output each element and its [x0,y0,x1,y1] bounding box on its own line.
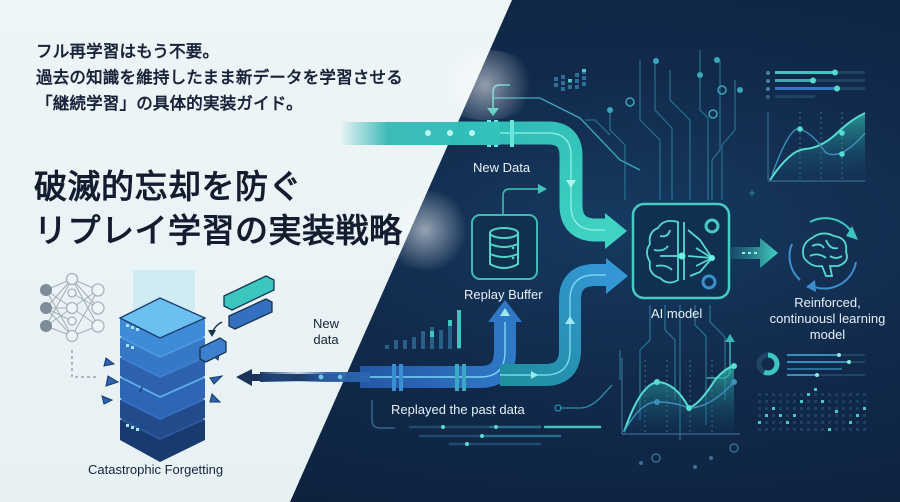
server-stack-icon [101,270,224,462]
gear-icon [704,218,720,234]
data-block-icon [199,275,275,363]
output-label-line-1: Reinforced, [794,295,861,310]
output-model-label: Reinforced, continuousl learning model [755,295,900,343]
catastrophic-forgetting-caption: Catastrophic Forgetting [88,462,224,477]
subtitle-line-1: フル再学習はもう不要。 [36,42,220,61]
subtitle-line-3: 「継続学習」の具体的実装ガイド。 [36,94,303,113]
new-data-label: New Data [473,160,531,175]
new-data-label-line-1: New [312,316,339,331]
new-data-label-line-2: data [313,332,339,347]
title-line-1: 破滅的忘却を防ぐ [34,167,302,206]
new-data-label-left: New data [306,316,346,348]
brain-icon [646,219,714,284]
neural-network-icon [40,272,105,343]
output-label-line-2: continuousl learning [769,311,886,326]
subtitle-line-2: 過去の知識を維持したまま新データを学習させる [36,68,403,87]
ai-model-label: AI model [651,306,703,321]
brain-outline-icon [802,232,848,277]
replay-buffer-label: Replay Buffer [464,287,543,302]
title-line-2: リプレイ学習の実装戦略 [34,211,403,250]
output-label-line-3: model [809,327,846,342]
replayed-past-data-label: Replayed the past data [391,402,525,417]
gear-icon-2 [701,274,717,290]
